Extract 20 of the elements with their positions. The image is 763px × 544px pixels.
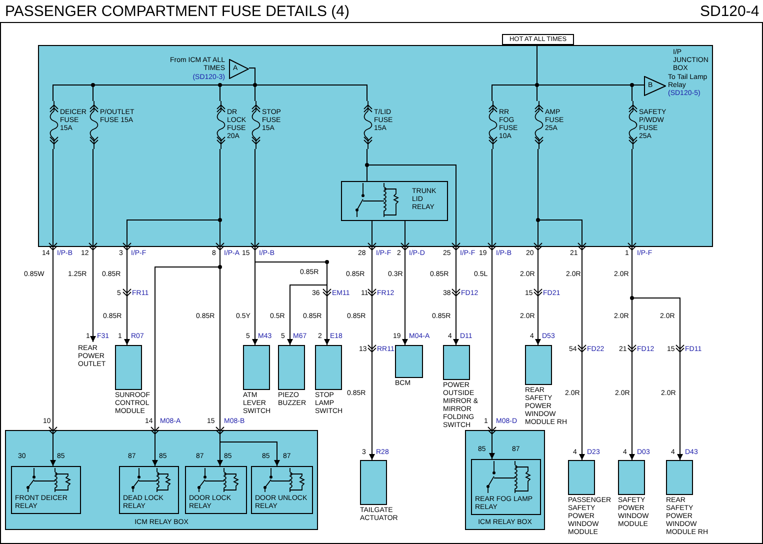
connector-triangle <box>229 59 249 79</box>
junction-box <box>38 45 713 247</box>
relay-box <box>465 430 545 530</box>
page-code: SD120-4 <box>700 3 760 20</box>
wire <box>90 148 96 342</box>
wire <box>489 148 495 460</box>
relay-box <box>11 466 81 514</box>
wire <box>248 68 368 102</box>
relay-box <box>471 459 541 515</box>
wire <box>369 220 375 460</box>
page-title: PASSENGER COMPARTMENT FUSE DETAILS (4) <box>5 3 350 20</box>
wire <box>402 220 408 346</box>
connector-triangle <box>644 76 666 96</box>
relay-box <box>5 430 318 530</box>
relay-box <box>251 466 313 514</box>
relay-box <box>119 466 179 514</box>
wire <box>50 148 56 466</box>
relay-box <box>185 466 247 514</box>
wire <box>536 44 644 86</box>
relay-box <box>341 181 448 221</box>
